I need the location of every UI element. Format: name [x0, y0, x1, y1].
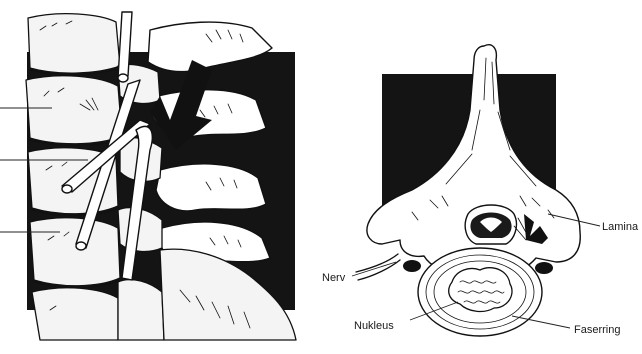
label-nerv: Nerv	[322, 272, 346, 284]
cervical-spine-lateral-view	[0, 12, 296, 340]
vertebra-axial-view: Lamina Nerv Nukleus Faserring	[322, 45, 639, 336]
label-faserring: Faserring	[574, 324, 620, 336]
foramen-left	[403, 260, 421, 272]
label-nukleus: Nukleus	[354, 320, 394, 332]
leader-line-nerv	[352, 262, 396, 276]
label-lamina: Lamina	[602, 221, 639, 233]
nerve-root	[356, 254, 400, 280]
foramen-right	[535, 262, 553, 274]
